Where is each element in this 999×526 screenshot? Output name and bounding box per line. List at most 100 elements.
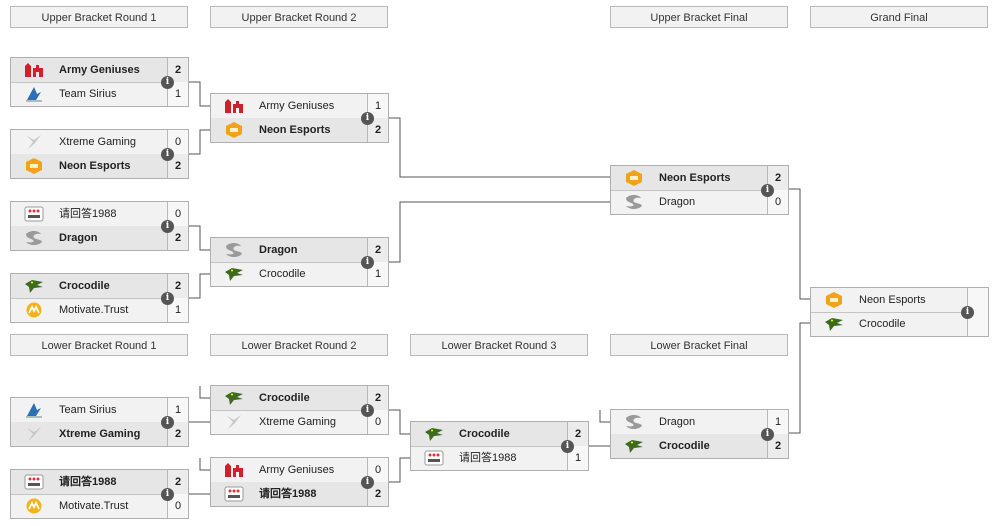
team-name: Army Geniuses [259,464,335,476]
match-info-icon[interactable]: i [961,306,974,319]
xtreme-gaming-logo-icon [24,426,44,442]
header-upper-bracket-round-1: Upper Bracket Round 1 [10,6,188,28]
match-info-icon[interactable]: i [361,476,374,489]
dragon-logo-icon [224,242,244,258]
team-score: 1 [367,262,388,286]
team-score: 0 [767,190,788,214]
match-info-icon[interactable]: i [161,148,174,161]
team-name: Neon Esports [859,294,926,306]
team-score: 0 [367,410,388,434]
team-name: Crocodile [259,268,306,280]
team-score: 1 [567,446,588,470]
match-info-icon[interactable]: i [361,112,374,125]
team-row-bottom[interactable]: Neon Esports 2 [211,118,388,142]
match-info-icon[interactable]: i [361,404,374,417]
crocodile-logo-icon [624,438,644,454]
crocodile-logo-icon [224,266,244,282]
team-row-top[interactable]: Neon Esports [811,288,988,313]
team-row-bottom[interactable]: Crocodile [811,312,988,336]
team-score: 2 [167,274,188,298]
header-upper-bracket-final: Upper Bracket Final [610,6,788,28]
team-row-top[interactable]: Xtreme Gaming 0 [11,130,188,155]
team-score: 2 [367,482,388,506]
team-score: 1 [167,398,188,422]
team-name: Crocodile [859,318,906,330]
team-score: 2 [167,154,188,178]
team-name: Xtreme Gaming [59,428,141,440]
team-name: Neon Esports [659,172,731,184]
team-score: 1 [167,82,188,106]
match-info-icon[interactable]: i [161,220,174,233]
team-row-top[interactable]: Crocodile 2 [211,386,388,411]
match-info-icon[interactable]: i [561,440,574,453]
team-row-top[interactable]: Dragon 2 [211,238,388,263]
team-score: 0 [167,202,188,226]
neon-esports-logo-icon [24,158,44,174]
team-score: 0 [167,130,188,154]
team-score: 2 [367,118,388,142]
team-score: 2 [367,386,388,410]
match-info-icon[interactable]: i [161,416,174,429]
team-score: 0 [167,494,188,518]
team-name: Neon Esports [259,124,331,136]
match-info-icon[interactable]: i [761,428,774,441]
header-lower-bracket-round-1: Lower Bracket Round 1 [10,334,188,356]
team-score: 2 [167,470,188,494]
team-name: Dragon [259,244,298,256]
army-geniuses-logo-icon [224,462,244,478]
match-info-icon[interactable]: i [361,256,374,269]
team-row-top[interactable]: Team Sirius 1 [11,398,188,423]
match-info-icon[interactable]: i [161,488,174,501]
team-row-top[interactable]: Crocodile 2 [11,274,188,299]
team-row-top[interactable]: Neon Esports 2 [611,166,788,191]
match-info-icon[interactable]: i [161,76,174,89]
xtreme-gaming-logo-icon [224,414,244,430]
team-score: 1 [367,94,388,118]
dragon-logo-icon [624,414,644,430]
header-lower-bracket-round-2: Lower Bracket Round 2 [210,334,388,356]
team-name: Crocodile [59,280,110,292]
match-info-icon[interactable]: i [161,292,174,305]
team-name: 请回答1988 [59,208,117,220]
team-score: 2 [167,58,188,82]
team-name: Xtreme Gaming [59,136,137,148]
reply-1988-logo-icon [24,474,44,490]
team-score: 2 [767,166,788,190]
team-name: Team Sirius [59,404,117,416]
crocodile-logo-icon [424,426,444,442]
team-sirius-logo-icon [24,86,44,102]
match-info-icon[interactable]: i [761,184,774,197]
header-lower-bracket-round-3: Lower Bracket Round 3 [410,334,588,356]
team-score: 2 [367,238,388,262]
team-row-bottom[interactable]: Crocodile 1 [211,262,388,286]
team-score: 1 [767,410,788,434]
crocodile-logo-icon [24,278,44,294]
team-name: Crocodile [259,392,310,404]
reply-1988-logo-icon [424,450,444,466]
team-sirius-logo-icon [24,402,44,418]
